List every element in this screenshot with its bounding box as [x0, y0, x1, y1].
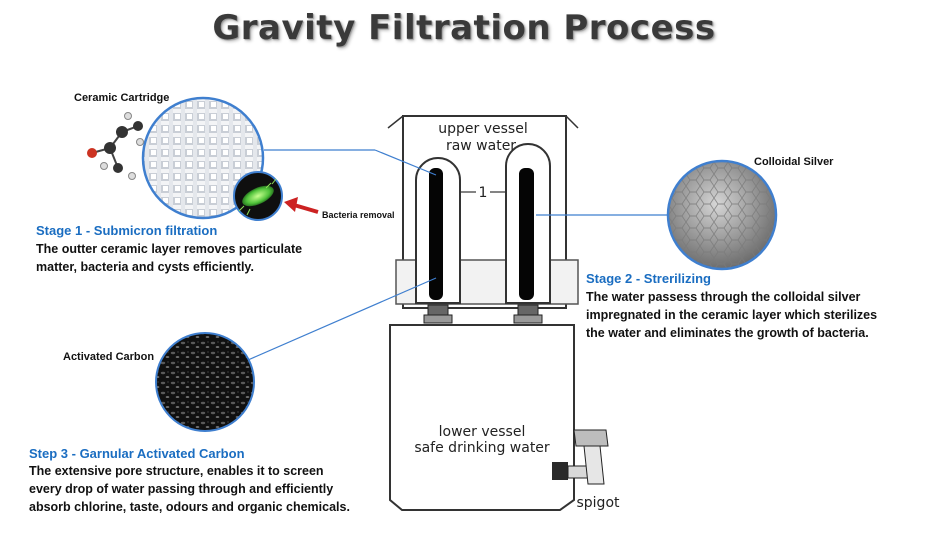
- stage-3-line-2: every drop of water passing through and …: [29, 480, 350, 498]
- lower-vessel-label: lower vessel: [439, 424, 526, 440]
- ceramic-cartridge-label: Ceramic Cartridge: [74, 92, 169, 104]
- stage-2-line-2: impregnated in the ceramic layer which s…: [586, 306, 877, 324]
- ceramic-candle-right: [506, 144, 550, 323]
- stage-1-description: The outter ceramic layer removes particu…: [36, 240, 302, 276]
- bacterium-icon: [234, 172, 282, 220]
- upper-vessel-label: upper vessel: [438, 121, 527, 137]
- raw-water-label: raw water: [446, 138, 516, 154]
- red-arrow-icon: [284, 197, 318, 212]
- stage-2-line-3: the water and eliminates the growth of b…: [586, 324, 877, 342]
- stage-3-line-1: The extensive pore structure, enables it…: [29, 462, 350, 480]
- activated-carbon-label: Activated Carbon: [63, 351, 154, 363]
- colloidal-silver-label: Colloidal Silver: [754, 156, 833, 168]
- spigot-label: spigot: [576, 495, 620, 511]
- stage-3-line-3: absorb chlorine, taste, odours and organ…: [29, 498, 350, 516]
- lower-vessel: [390, 325, 574, 510]
- stage-3-description: The extensive pore structure, enables it…: [29, 462, 350, 516]
- stage-1-heading: Stage 1 - Submicron filtration: [36, 223, 217, 238]
- colloidal-silver-image: [668, 161, 776, 269]
- stage-1-line-2: matter, bacteria and cysts efficiently.: [36, 258, 302, 276]
- stage-3-heading: Step 3 - Garnular Activated Carbon: [29, 446, 245, 461]
- stage-2-line-1: The water passess through the colloidal …: [586, 288, 877, 306]
- callout-number: 1: [479, 185, 488, 201]
- ceramic-candle-left: [416, 158, 460, 323]
- molecule-icon: [87, 113, 144, 180]
- safe-drinking-water-label: safe drinking water: [414, 440, 550, 456]
- stage-2-heading: Stage 2 - Strerilizing: [586, 271, 711, 286]
- stage-1-line-1: The outter ceramic layer removes particu…: [36, 240, 302, 258]
- stage-2-description: The water passess through the colloidal …: [586, 288, 877, 342]
- bacteria-removal-label: Bacteria removal: [322, 210, 395, 220]
- activated-carbon-image: [156, 333, 254, 431]
